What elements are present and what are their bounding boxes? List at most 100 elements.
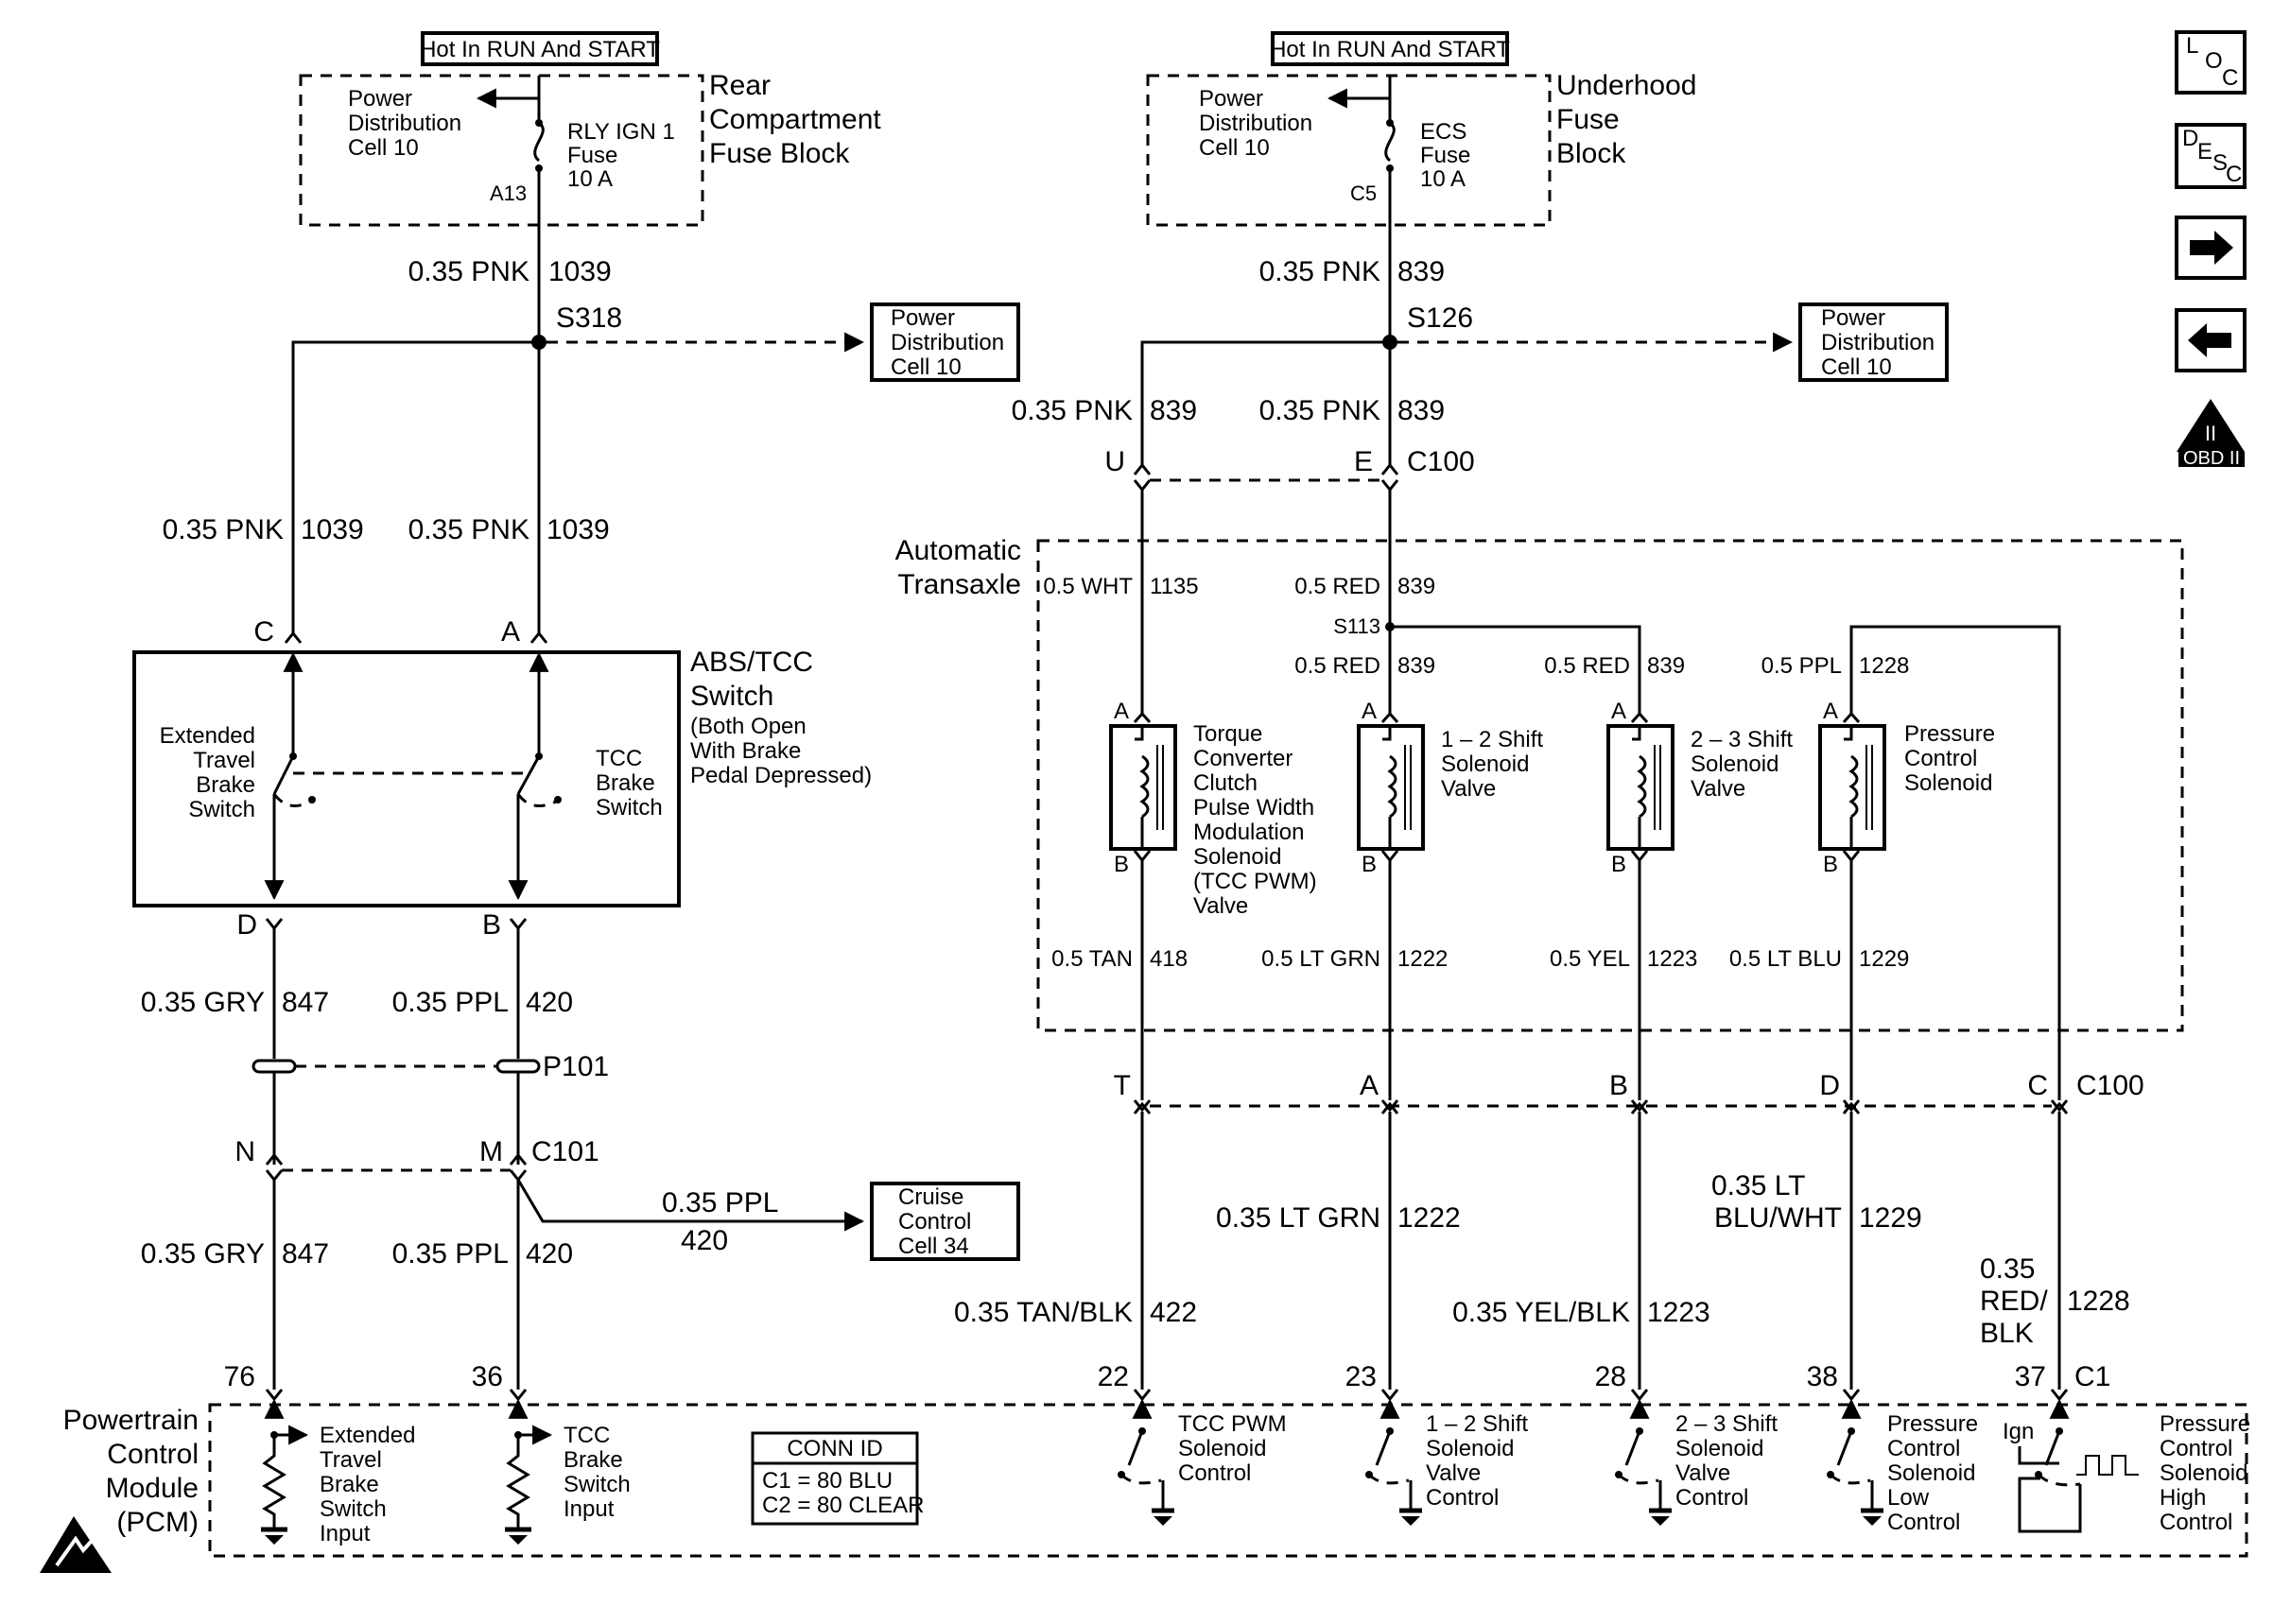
wire-label-839: 0.35 PNK bbox=[1259, 256, 1380, 287]
wire-1039-branch-c bbox=[291, 340, 539, 635]
pin-e: E bbox=[1354, 446, 1373, 477]
c101-label: C101 bbox=[531, 1136, 599, 1167]
fuse-name-right-1: ECS bbox=[1420, 119, 1466, 145]
pcm-pin-38: 38 bbox=[1807, 1361, 1838, 1392]
circuit-label-847-low: 847 bbox=[282, 1238, 329, 1270]
wire-label-1222: 0.35 LT GRN bbox=[1216, 1202, 1380, 1234]
arrow-right-icon bbox=[2190, 231, 2233, 265]
left-switch-label-3: Brake bbox=[196, 772, 255, 798]
circuit-label-c: 1039 bbox=[301, 514, 364, 545]
tcc-label-6: Solenoid bbox=[1193, 844, 1281, 870]
rear-fuse-block-name-1: Rear bbox=[709, 70, 771, 101]
pwm-waveform-icon bbox=[2076, 1455, 2139, 1476]
pch-ctrl-3: Solenoid bbox=[2160, 1460, 2247, 1486]
pd-ref-right-1: Power bbox=[1821, 305, 1885, 331]
splice-label-s318: S318 bbox=[556, 302, 622, 334]
red-trunk-circuit: 839 bbox=[1397, 574, 1435, 599]
circuit-label-1229: 1229 bbox=[1859, 1202, 1922, 1234]
pd-label-right-2: Distribution bbox=[1199, 111, 1312, 136]
abs-switch-note-1: (Both Open bbox=[690, 714, 807, 739]
circuit-label-1039: 1039 bbox=[548, 256, 612, 287]
out-circuit-pc: 1229 bbox=[1859, 946, 1909, 972]
fuse-pin-left: A13 bbox=[490, 181, 527, 205]
wire-label-1228-2: RED/ bbox=[1980, 1286, 2048, 1317]
out-wire-12: 0.5 LT GRN bbox=[1261, 946, 1380, 972]
pcl-ctrl-1: Pressure bbox=[1887, 1411, 1978, 1437]
prev-arrow-button[interactable] bbox=[2175, 308, 2247, 372]
p101-left bbox=[252, 1059, 297, 1074]
tcc-input-2: Brake bbox=[564, 1447, 623, 1473]
pd-ref-box-left bbox=[870, 302, 1020, 382]
shift23-label-3: Valve bbox=[1691, 776, 1745, 802]
wire-label-847-low: 0.35 GRY bbox=[141, 1238, 265, 1270]
hot-label-right: Hot In RUN And START bbox=[1270, 37, 1510, 62]
abs-tcc-switch: C A ABS/TCC Switch (Both Open With Brake… bbox=[132, 616, 872, 941]
s12-ctrl-4: Control bbox=[1426, 1485, 1499, 1511]
pin-a-tcc: A bbox=[1114, 699, 1129, 724]
tcc-label-1: Torque bbox=[1193, 721, 1262, 747]
abs-switch-title-1: ABS/TCC bbox=[690, 647, 813, 678]
s12-ctrl-3: Valve bbox=[1426, 1460, 1481, 1486]
pch-ctrl-5: Control bbox=[2160, 1510, 2232, 1535]
wire-label-c: 0.35 PNK bbox=[163, 514, 284, 545]
desc-d: D bbox=[2182, 126, 2198, 151]
pd-ref-right-2: Distribution bbox=[1821, 330, 1935, 355]
loc-o: O bbox=[2205, 48, 2223, 74]
s23-ctrl-2: Solenoid bbox=[1675, 1436, 1763, 1461]
tcc-ctrl-2: Solenoid bbox=[1178, 1436, 1266, 1461]
c100-pin-d: D bbox=[1819, 1070, 1840, 1101]
arrow-left-icon bbox=[2188, 323, 2231, 357]
tcc-ctrl-1: TCC PWM bbox=[1178, 1411, 1287, 1437]
pd-label-right-1: Power bbox=[1199, 86, 1263, 112]
c100-bottom-label: C100 bbox=[2076, 1070, 2144, 1101]
pch-ctrl-4: High bbox=[2160, 1485, 2206, 1511]
left-switch-label-2: Travel bbox=[193, 748, 255, 773]
shift12-label-1: 1 – 2 Shift bbox=[1441, 727, 1543, 752]
loc-button[interactable]: L O C bbox=[2175, 30, 2247, 95]
obd-ii-button[interactable]: II OBD II bbox=[2177, 399, 2245, 469]
wire-label-1039: 0.35 PNK bbox=[408, 256, 529, 287]
tcc-label-5: Modulation bbox=[1193, 820, 1304, 845]
abs-switch-note-2: With Brake bbox=[690, 738, 801, 764]
circuit-label-847: 847 bbox=[282, 987, 329, 1018]
fuse-pin-right: C5 bbox=[1350, 181, 1377, 205]
c100-pin-c: C bbox=[2027, 1070, 2048, 1101]
pin-a: A bbox=[501, 616, 520, 648]
underhood-fuse-block: Hot In RUN And START Underhood Fuse Bloc… bbox=[1146, 31, 1696, 227]
pd-label-left-2: Distribution bbox=[348, 111, 461, 136]
circuit-label-1223: 1223 bbox=[1647, 1297, 1710, 1328]
circuit-label-1228: 1228 bbox=[2067, 1286, 2130, 1317]
transaxle-outline bbox=[1036, 539, 2184, 1032]
circuit-label-422: 422 bbox=[1150, 1297, 1197, 1328]
desc-button[interactable]: D E S C bbox=[2175, 123, 2247, 189]
pc-label-1: Pressure bbox=[1904, 721, 1995, 747]
tcc-label-2: Converter bbox=[1193, 746, 1293, 771]
ext-input-3: Brake bbox=[320, 1472, 379, 1497]
out-wire-23: 0.5 YEL bbox=[1550, 946, 1630, 972]
shift12-label-2: Solenoid bbox=[1441, 752, 1529, 777]
pin-a-pc: A bbox=[1823, 699, 1838, 724]
tcc-in-wire: 0.5 WHT bbox=[1043, 574, 1133, 599]
pcm-title-1: Powertrain bbox=[63, 1405, 199, 1436]
shift12-label-3: Valve bbox=[1441, 776, 1496, 802]
wire-label-1228-1: 0.35 bbox=[1980, 1253, 2035, 1285]
out-circuit-tcc: 418 bbox=[1150, 946, 1188, 972]
rear-fuse-block: Hot In RUN And START Rear Compartment Fu… bbox=[299, 31, 881, 227]
s12-ctrl-1: 1 – 2 Shift bbox=[1426, 1411, 1528, 1437]
circuit-label-839: 839 bbox=[1397, 256, 1445, 287]
wire-label-1228-3: BLK bbox=[1980, 1318, 2034, 1349]
next-arrow-button[interactable] bbox=[2175, 216, 2247, 280]
p101-label: P101 bbox=[543, 1051, 609, 1082]
desc-e: E bbox=[2197, 139, 2212, 164]
s23-ctrl-4: Control bbox=[1675, 1485, 1748, 1511]
pcm-title-2: Control bbox=[107, 1439, 199, 1470]
pd-ref-left-1: Power bbox=[891, 305, 955, 331]
pcm-pin-37: 37 bbox=[2015, 1361, 2046, 1392]
c100-pin-b: B bbox=[1609, 1070, 1628, 1101]
pcm-title-4: (PCM) bbox=[116, 1507, 199, 1538]
fuse-name-left-3: 10 A bbox=[567, 166, 613, 192]
right-switch-label-2: Brake bbox=[596, 770, 655, 796]
pcm-pin-36: 36 bbox=[472, 1361, 503, 1392]
circuit-label-a: 1039 bbox=[547, 514, 610, 545]
solenoid-2-3-shift: A B 2 – 3 Shift Solenoid Valve bbox=[1606, 699, 1793, 877]
